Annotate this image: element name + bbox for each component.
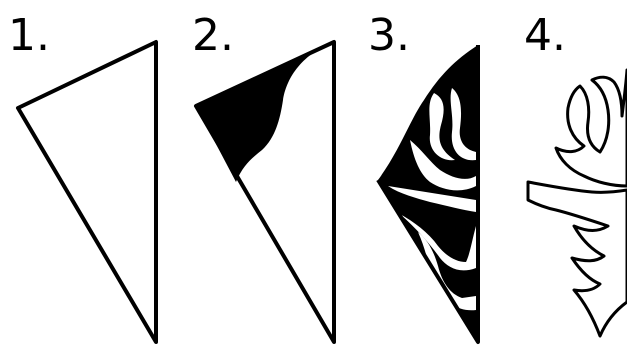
step-2-marked-triangle [196, 42, 334, 342]
step-3-label: 3. [368, 10, 410, 61]
step-1-folded-triangle [18, 42, 156, 342]
step-2-label: 2. [192, 10, 234, 61]
step-1-label: 1. [8, 10, 50, 61]
step-3-cut-pattern [378, 45, 478, 342]
step-4-cut-result [528, 70, 627, 336]
step-4-label: 4. [524, 10, 566, 61]
